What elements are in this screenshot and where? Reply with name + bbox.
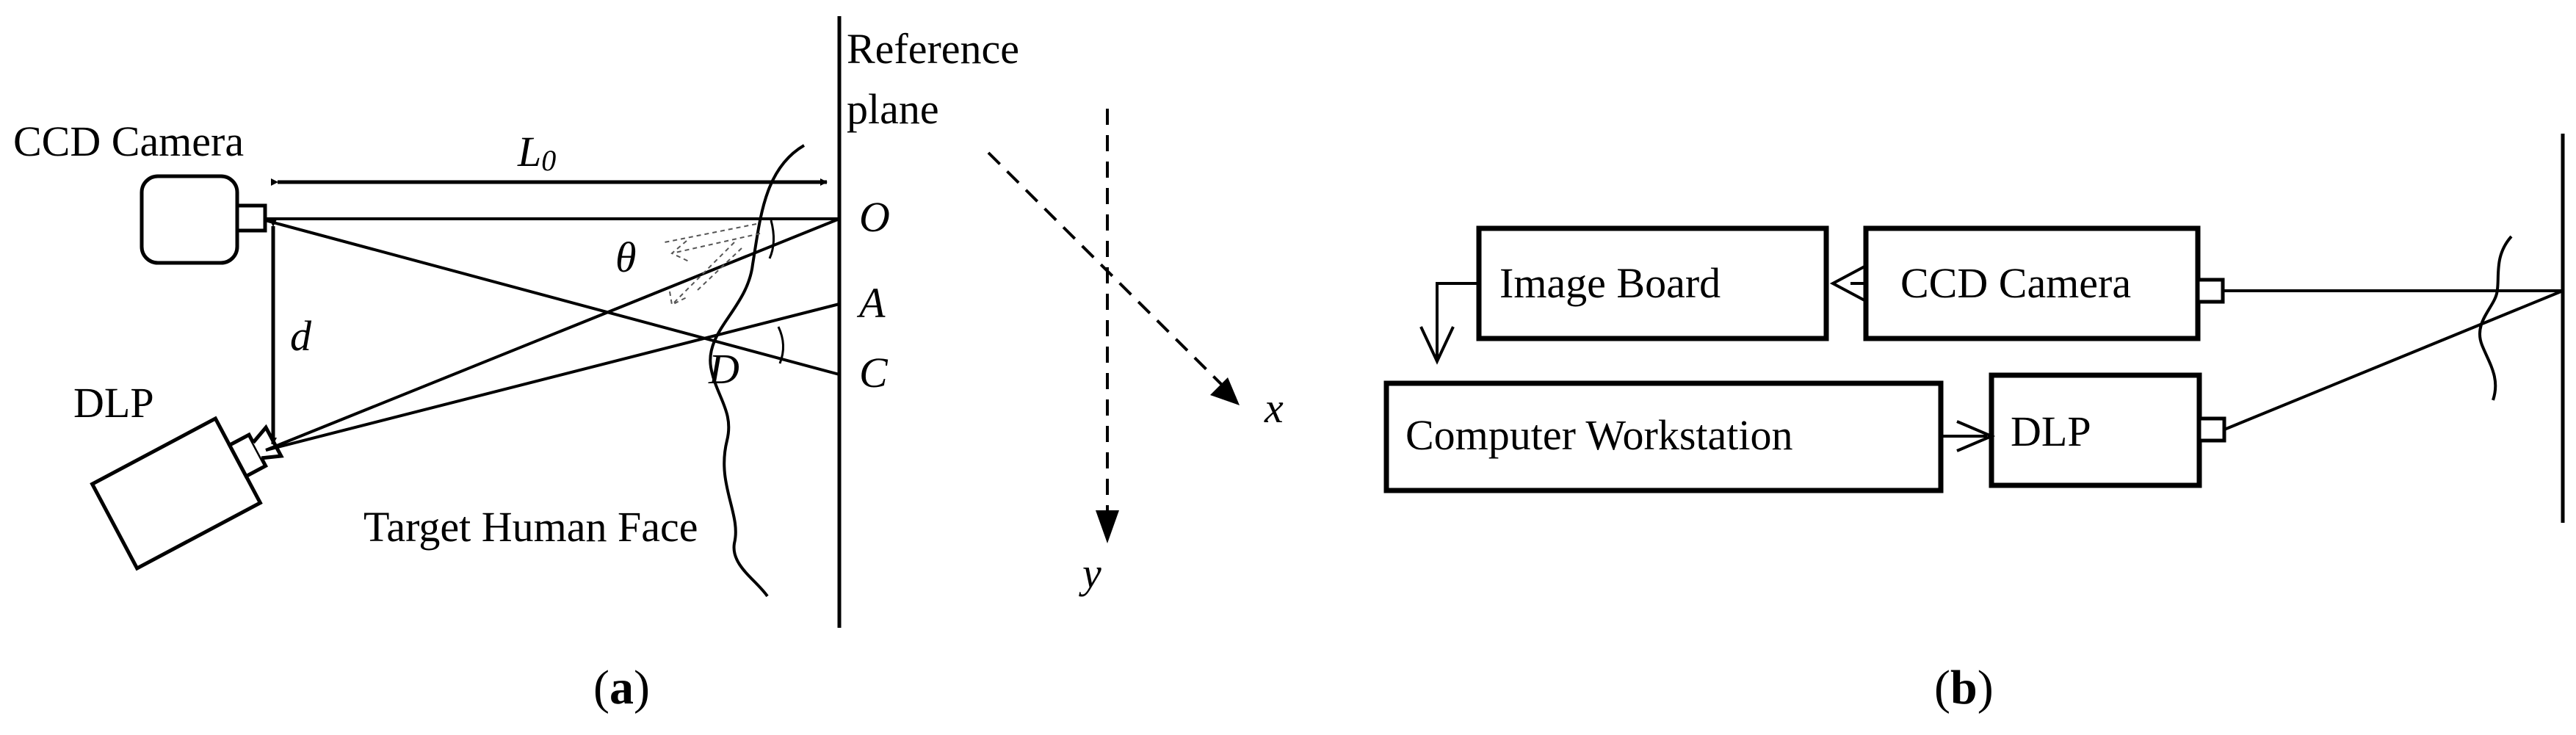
- ccd-camera-icon: [140, 174, 267, 265]
- point-a-label: A: [856, 279, 886, 327]
- reference-plane-label-line2: plane: [847, 85, 939, 133]
- x-axis-label: x: [1264, 384, 1284, 432]
- image-board-to-workstation-arrow: [1419, 282, 1479, 365]
- ccd-to-image-board-arrow: [1829, 264, 1867, 303]
- target-human-face-label: Target Human Face: [363, 503, 698, 551]
- face-profile-curve-b: [2478, 235, 2513, 401]
- image-board-label: Image Board: [1499, 259, 1721, 307]
- ccd-camera-label: CCD Camera: [13, 117, 244, 165]
- l0-label: L0: [517, 128, 556, 177]
- theta-label: θ: [615, 233, 637, 281]
- panel-b: Image Board CCD Camera Computer Workstat…: [1383, 134, 2565, 714]
- face-profile-curve: [709, 144, 806, 598]
- dlp-projector-icon: [90, 416, 284, 571]
- x-axis-dashed: [987, 151, 1237, 399]
- x-axis-arrowhead: [1210, 377, 1240, 405]
- d-label: d: [290, 312, 312, 360]
- projector-ray-a: [265, 303, 840, 452]
- y-axis-arrowhead: [1096, 510, 1119, 543]
- angle-arc-a: [777, 326, 784, 364]
- ccd-lens-icon: [2196, 278, 2225, 304]
- caption-a: (a): [593, 661, 650, 714]
- point-d-label: D: [708, 345, 739, 393]
- computer-workstation-label: Computer Workstation: [1405, 411, 1793, 459]
- computer-workstation-box: [1383, 380, 1944, 493]
- reference-plane-label-line1: Reference: [847, 25, 1019, 73]
- dlp-label: DLP: [73, 379, 154, 427]
- camera-ray-c: [264, 219, 840, 376]
- projector-ray-o: [265, 217, 840, 452]
- panel-a: Reference plane CCD Camera L0 θ d DLP O …: [13, 16, 1284, 714]
- ccd-camera-label-b: CCD Camera: [1900, 259, 2131, 307]
- dlp-lens-icon: [2197, 416, 2226, 443]
- point-c-label: C: [859, 349, 889, 397]
- angle-arc-o: [768, 220, 775, 259]
- theta-dotted-rays: [664, 223, 761, 306]
- point-o-label: O: [859, 193, 890, 241]
- y-axis-label: y: [1079, 549, 1101, 597]
- dlp-ray-b: [2224, 289, 2564, 431]
- workstation-to-dlp-arrow: [1941, 420, 1996, 452]
- dlp-label-b: DLP: [2011, 408, 2091, 455]
- caption-b: (b): [1934, 661, 1994, 714]
